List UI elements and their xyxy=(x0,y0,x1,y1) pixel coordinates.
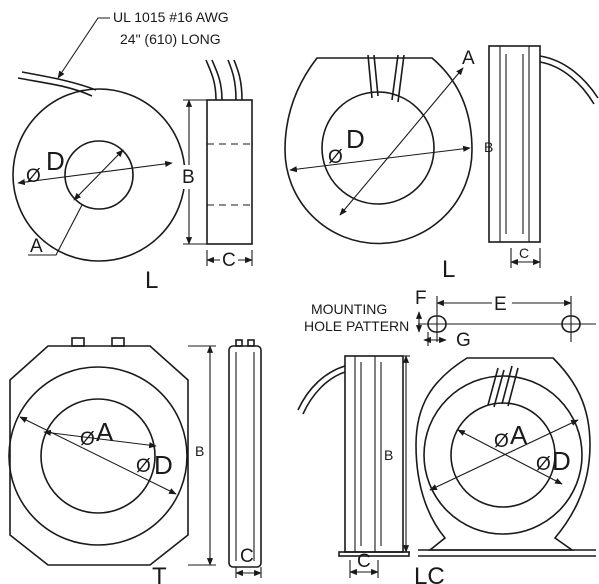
lead-wire xyxy=(211,59,223,101)
view-title: L xyxy=(442,256,455,283)
dim-a-label: A xyxy=(462,48,475,69)
terminal-stud xyxy=(247,339,255,347)
wire-note-line2: 24" (610) LONG xyxy=(120,31,221,47)
lead-wire xyxy=(21,71,97,91)
view-title: LC xyxy=(414,563,445,584)
housing-outline xyxy=(284,57,473,245)
lead-wire xyxy=(302,371,346,415)
wire-note-leader xyxy=(57,17,110,79)
view-t-front: Ø A Ø D B xyxy=(8,337,216,566)
dim-a-line xyxy=(73,149,124,201)
view-title: L xyxy=(145,267,158,294)
view-l-small-side: B C L xyxy=(145,59,253,294)
dim-a-line xyxy=(339,67,464,216)
core-side xyxy=(344,355,404,553)
core-side xyxy=(488,45,541,243)
dim-a-label: A xyxy=(510,420,528,450)
dim-c-label: C xyxy=(240,546,254,567)
dim-f-label: F xyxy=(415,288,427,309)
label-mask xyxy=(492,293,512,313)
dim-d-label: D xyxy=(154,450,173,480)
terminal-stud xyxy=(71,337,85,347)
label-mask xyxy=(180,165,198,189)
lead-wire xyxy=(227,59,237,101)
dim-d-label: D xyxy=(552,446,571,476)
dim-a-leader xyxy=(28,204,83,256)
core-side xyxy=(206,99,253,245)
dim-a-label: A xyxy=(30,236,43,257)
dim-a-label: A xyxy=(96,417,114,447)
dim-d-line xyxy=(19,416,177,495)
diameter-symbol: Ø xyxy=(494,431,509,452)
lead-wire xyxy=(17,77,93,97)
dim-d-label: D xyxy=(46,146,65,176)
label-mask xyxy=(220,250,238,270)
dim-c-label: C xyxy=(519,245,529,261)
dim-d-line xyxy=(17,160,173,186)
view-l-small-front: Ø D A xyxy=(12,71,186,262)
outer-ring xyxy=(8,366,188,546)
dim-b-label: B xyxy=(484,139,493,155)
terminal-stud xyxy=(111,337,125,347)
dim-e-label: E xyxy=(494,294,507,315)
core-side xyxy=(228,345,262,568)
lead-wire xyxy=(501,365,519,407)
dim-b-label: B xyxy=(384,447,393,463)
lead-wire xyxy=(539,55,599,99)
dim-d-line xyxy=(429,419,579,491)
wire-note-line1: UL 1015 #16 AWG xyxy=(113,9,229,25)
mounting-note-line2: HOLE PATTERN xyxy=(304,318,409,334)
lead-wire xyxy=(205,59,217,101)
mounting-hole-pattern: MOUNTING HOLE PATTERN E F G xyxy=(304,288,596,351)
view-t-side: C T xyxy=(152,339,262,584)
view-l-large-front: Ø D A xyxy=(284,48,475,245)
diameter-symbol: Ø xyxy=(536,454,551,475)
dim-d-label: D xyxy=(346,124,365,154)
mounting-note-line1: MOUNTING xyxy=(311,301,387,317)
diameter-symbol: Ø xyxy=(26,166,41,187)
dim-g-label: G xyxy=(456,330,471,351)
lead-wire xyxy=(487,367,505,408)
mounting-base xyxy=(338,551,410,557)
dim-c-label: C xyxy=(357,551,371,572)
wire-note: UL 1015 #16 AWG 24" (610) LONG xyxy=(57,9,229,79)
terminal-stud xyxy=(235,339,243,347)
diameter-symbol: Ø xyxy=(80,429,95,450)
view-lc-front: Ø A Ø D LC xyxy=(414,357,596,584)
lead-wire xyxy=(233,59,243,101)
view-lc-side: B C xyxy=(297,355,410,578)
dim-b-label: B xyxy=(182,167,195,188)
dim-c-label: C xyxy=(222,250,236,271)
housing-outline xyxy=(9,345,189,566)
view-title: T xyxy=(152,563,167,584)
diameter-symbol: Ø xyxy=(328,147,343,168)
view-l-large-side: B C L xyxy=(442,45,599,283)
lead-wire xyxy=(539,61,595,105)
diameter-symbol: Ø xyxy=(136,456,151,477)
dim-b-label: B xyxy=(195,443,204,459)
lead-wire xyxy=(297,365,346,411)
